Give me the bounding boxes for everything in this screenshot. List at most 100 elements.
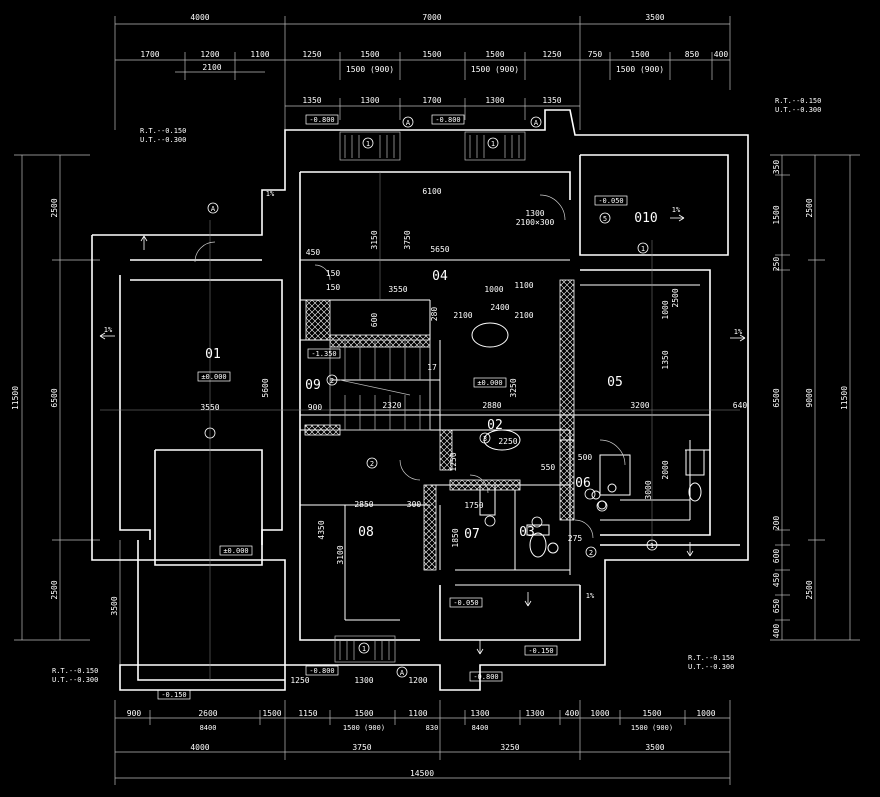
note-tl-rt: R.T.--0.150 — [140, 127, 186, 135]
top-dimension-lines — [114, 16, 731, 130]
dim-b-8400b: 8400 — [472, 724, 489, 732]
axis-lines — [100, 172, 740, 680]
dim-1500-900b: 1500 (900) — [471, 65, 519, 74]
dim-l-11500: 11500 — [11, 386, 20, 410]
room-07: 07 — [464, 527, 480, 542]
dim-3250: 3250 — [509, 378, 518, 397]
staircase — [329, 339, 431, 431]
dim-1000r: 1000 — [661, 300, 670, 319]
dim-3550a: 3550 — [388, 285, 407, 294]
level-2: -0.800 — [435, 116, 460, 124]
slope-left: 1% — [104, 326, 113, 334]
marker-2a: 2 — [330, 377, 334, 385]
marker-1b: 1 — [491, 140, 495, 148]
dim-1850: 1850 — [451, 528, 460, 547]
level-10: -0.800 — [309, 667, 334, 675]
dim-1300b: 1300 — [354, 676, 373, 685]
dim-b-830: 830 — [426, 724, 439, 732]
level-7: ±0.000 — [223, 547, 248, 555]
dim-b-1000b: 1000 — [696, 709, 715, 718]
dim-top-7000: 7000 — [422, 13, 441, 22]
dim-r-600: 600 — [772, 549, 781, 564]
left-dimension-text: 11500 2500 6500 2500 3500 — [11, 198, 119, 615]
note-br-rt: R.T.--0.150 — [688, 654, 734, 662]
dim-top-3500: 3500 — [645, 13, 664, 22]
marker-1a: 1 — [366, 140, 370, 148]
dim-640: 640 — [733, 401, 748, 410]
marker-1c: 1 — [641, 245, 645, 253]
dim-b-3250: 3250 — [500, 743, 519, 752]
dim-850: 850 — [685, 50, 700, 59]
dim-600: 600 — [370, 313, 379, 328]
room-010: 010 — [634, 211, 657, 226]
room-02: 02 — [487, 418, 503, 433]
dim-2500r: 2500 — [671, 288, 680, 307]
room-08: 08 — [358, 525, 374, 540]
dim-b-1300a: 1300 — [470, 709, 489, 718]
slope-right: 1% — [734, 328, 743, 336]
level-11: -0.150 — [528, 647, 553, 655]
door-swings — [194, 194, 626, 539]
note-bl-ut: U.T.--0.300 — [52, 676, 98, 684]
dim-400: 400 — [714, 50, 729, 59]
dim-b-1300b: 1300 — [525, 709, 544, 718]
top-dimension-text: 4000 7000 3500 1700 1200 1100 1250 1500 … — [140, 13, 728, 105]
dim-900: 900 — [308, 403, 323, 412]
level-4: -1.350 — [311, 350, 336, 358]
dim-b-4000: 4000 — [190, 743, 209, 752]
dim-b-900: 900 — [127, 709, 142, 718]
circle-marker-labels: 1 A 1 A A 1 2 2 3 1 2 1 A 5 — [211, 119, 654, 677]
dim-r-6500: 6500 — [772, 388, 781, 407]
dim-l-3500: 3500 — [110, 596, 119, 615]
dim-1100: 1100 — [514, 281, 533, 290]
room-03: 03 — [519, 525, 535, 540]
dim-2100x300: 2100×300 — [516, 218, 555, 227]
note-br-ut: U.T.--0.300 — [688, 663, 734, 671]
dim-b-1500-900b: 1500 (900) — [631, 724, 673, 732]
dim-4350: 4350 — [317, 520, 326, 539]
dim-1350a: 1350 — [302, 96, 321, 105]
dim-r-200: 200 — [772, 516, 781, 531]
slope-room010: 1% — [672, 206, 681, 214]
dim-b-1500a: 1500 — [262, 709, 281, 718]
interior-dimensions: 6100 5650 3150 3750 450 150 150 3550 355… — [200, 187, 747, 685]
dim-r-2500b: 2500 — [805, 580, 814, 599]
dim-6100: 6100 — [422, 187, 441, 196]
dim-2250: 2250 — [498, 437, 517, 446]
dim-1350b: 1350 — [542, 96, 561, 105]
level-6: ±0.000 — [477, 379, 502, 387]
dim-1700: 1700 — [140, 50, 159, 59]
note-tl-ut: U.T.--0.300 — [140, 136, 186, 144]
circle-markers — [204, 116, 658, 678]
dim-1250b: 1250 — [542, 50, 561, 59]
dim-5650: 5650 — [430, 245, 449, 254]
dim-b-14500: 14500 — [410, 769, 434, 778]
dim-b-1500c: 1500 — [642, 709, 661, 718]
dim-1250: 1250 — [449, 452, 458, 471]
dim-2850: 2850 — [354, 500, 373, 509]
marker-2b: 2 — [370, 460, 374, 468]
dim-1300a: 1300 — [360, 96, 379, 105]
slope-top-left: 1% — [266, 190, 275, 198]
dim-17: 17 — [427, 363, 437, 372]
dim-2880: 2880 — [482, 401, 501, 410]
dim-3100: 3100 — [336, 545, 345, 564]
dim-2100b: 2100 — [514, 311, 533, 320]
dim-r-450: 450 — [772, 573, 781, 588]
bottom-dimension-text: 900 2600 1500 1150 1500 1100 1300 1300 4… — [127, 709, 716, 778]
level-labels: -0.800 -0.800 -0.050 -1.350 ±0.000 ±0.00… — [161, 116, 623, 699]
dim-b-8400a: 8400 — [200, 724, 217, 732]
dim-top-4000: 4000 — [190, 13, 209, 22]
marker-3: 3 — [483, 435, 487, 443]
dim-2100a: 2100 — [453, 311, 472, 320]
dim-450: 450 — [306, 248, 321, 257]
dim-l-6500: 6500 — [50, 388, 59, 407]
dim-r-2500a: 2500 — [805, 198, 814, 217]
marker-2c: 2 — [589, 549, 593, 557]
room-06: 06 — [575, 476, 591, 491]
dim-275: 275 — [568, 534, 583, 543]
marker-a1: A — [406, 119, 411, 127]
dim-1500d: 1500 — [630, 50, 649, 59]
marker-5: 5 — [603, 215, 607, 223]
